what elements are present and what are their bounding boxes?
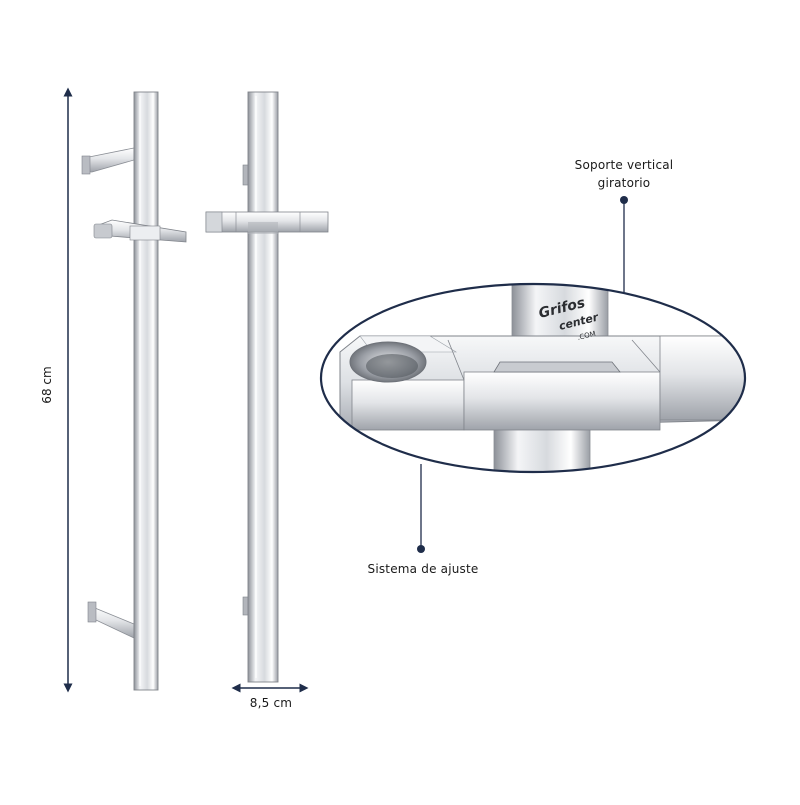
- shower-bar-side-view: [205, 91, 329, 683]
- adjust-system-label: Sistema de ajuste: [367, 562, 479, 576]
- height-dimension-label: 68 cm: [40, 366, 54, 404]
- detail-zoom-view: [319, 282, 747, 474]
- shower-bar-front-view: [81, 91, 187, 691]
- callout-leader-swivel-support: [620, 196, 628, 292]
- width-dimension-label: 8,5 cm: [249, 696, 293, 710]
- swivel-support-label: Soporte vertical giratorio: [556, 156, 692, 192]
- callout-leader-adjust-system: [417, 464, 425, 553]
- swivel-support-label-line1: Soporte vertical: [574, 158, 674, 172]
- swivel-support-label-line2: giratorio: [597, 176, 651, 190]
